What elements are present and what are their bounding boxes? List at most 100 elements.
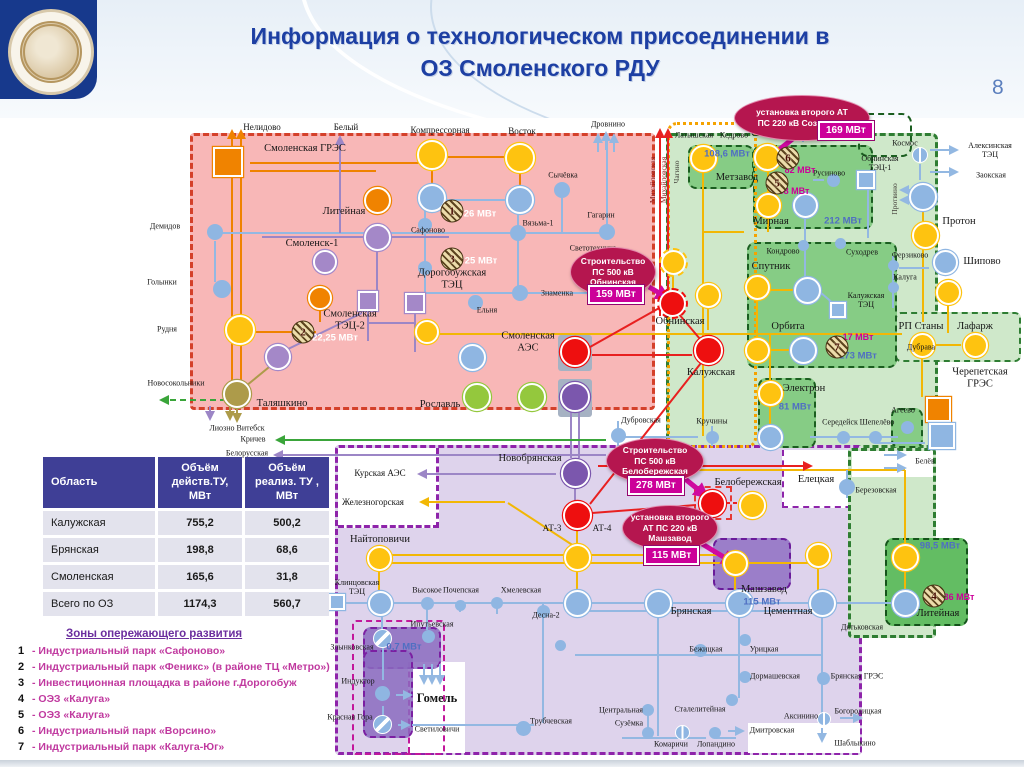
substation-node [805,542,831,568]
substation-node [421,629,435,643]
map-label: Смоленская АЭС [501,330,555,353]
map-label: Лафарж [957,321,993,333]
map-label: 25 МВт [464,255,498,267]
substation-node [709,727,721,739]
substation-node [757,424,783,450]
substation-node [789,336,817,364]
map-label: Кондрово [766,246,800,256]
cell-active: 1174,3 [158,592,242,617]
map-label: Найтоповичи [350,534,410,546]
map-label: Михайловская [647,156,657,204]
map-label: Алексинская ТЭЦ [968,141,1012,159]
zone-marker: 7 [825,335,849,359]
substation-node [563,543,591,571]
substation-node [911,221,939,249]
substation-node [363,186,391,214]
substation-node [554,639,566,651]
substation-node [265,344,291,370]
map-label: Комаричи [654,739,688,749]
substation-node [834,237,846,249]
substation-node [925,396,951,422]
map-label: Гагарин [587,210,615,220]
cell-realized: 500,2 [245,511,329,536]
substation-node [458,343,486,371]
table-row-total: Всего по ОЗ 1174,3 560,7 [43,592,329,617]
map-label: 22,25 МВт [312,332,358,344]
substation-node [726,694,738,706]
map-label: Шаблыкино [834,738,876,748]
substation-node [793,276,821,304]
map-label: Елецкая [797,474,835,486]
map-label: Мирная [753,216,789,228]
substation-node [560,337,590,367]
company-logo [0,0,97,99]
substation-node [705,430,719,444]
substation-node [207,224,223,240]
map-label: Шепелёво [859,417,895,427]
map-label: Михайловская [658,156,668,204]
substation-node [223,380,251,408]
substation-node [213,147,243,177]
table-header-region: Область [43,457,155,509]
map-label: Вязьма-1 [522,218,554,228]
substation-node [642,704,654,716]
cell-region: Всего по ОЗ [43,592,155,617]
substation-node [213,280,231,298]
map-label: АТ-4 [592,522,612,533]
map-label: Смоленская ТЭЦ-2 [323,308,377,331]
cell-region: Калужская [43,511,155,536]
map-label: Знаменка [540,288,574,298]
substation-node [610,427,626,443]
cell-region: Смоленская [43,565,155,590]
substation-node [463,383,491,411]
substation-node [366,545,392,571]
substation-node [656,287,688,319]
substation-node [658,247,688,277]
zone-marker: 3 [440,247,464,271]
map-label: Нелидово [243,121,281,132]
map-label: Дмитровская [749,725,795,735]
substation-node [857,171,875,189]
map-label: Ельня [476,305,498,315]
map-label: Смоленская ГРЭС [264,143,346,155]
page-title: Информация о технологическом присоединен… [110,20,970,84]
map-label: Злынковская [330,642,374,652]
substation-node [891,589,919,617]
map-label: Новобрянская [498,453,562,465]
substation-node [909,183,937,211]
substation-node [744,274,770,300]
map-label: Трубчевская [530,716,572,726]
substation-node [887,259,899,271]
map-label: Суходрев [846,247,878,257]
substation-node [308,286,332,310]
map-label: Электрон [782,383,826,395]
substation-node [693,335,723,365]
map-label: Дубровская [621,415,661,425]
substation-node [817,712,831,726]
map-label: Курская АЭС [354,467,406,478]
substation-node [891,543,919,571]
map-label: Клинцовская ТЭЦ [334,578,380,596]
map-label: Компрессорная [410,124,470,135]
legend-item: 3- Инвестиционная площадка в районе г.До… [17,677,297,689]
map-label: Протвино [889,183,899,215]
map-label: Обнинская [655,316,705,328]
zone-marker: 1 [440,199,464,223]
substation-node [491,597,503,609]
substation-node [932,249,958,275]
map-label: Гомель [416,691,458,705]
zone-marker: 2 [291,320,315,344]
substation-node [722,550,748,576]
map-label: Дормашевская [750,671,800,681]
map-label: Сузёмка [614,718,644,728]
substation-node [405,293,425,313]
map-label: Дровнино [590,119,626,129]
map-label: Десна-2 [532,610,560,620]
cell-active: 198,8 [158,538,242,563]
map-label: РП Станы [898,321,944,333]
cell-region: Брянская [43,538,155,563]
substation-node [599,224,615,240]
map-label: Спутник [751,261,791,273]
